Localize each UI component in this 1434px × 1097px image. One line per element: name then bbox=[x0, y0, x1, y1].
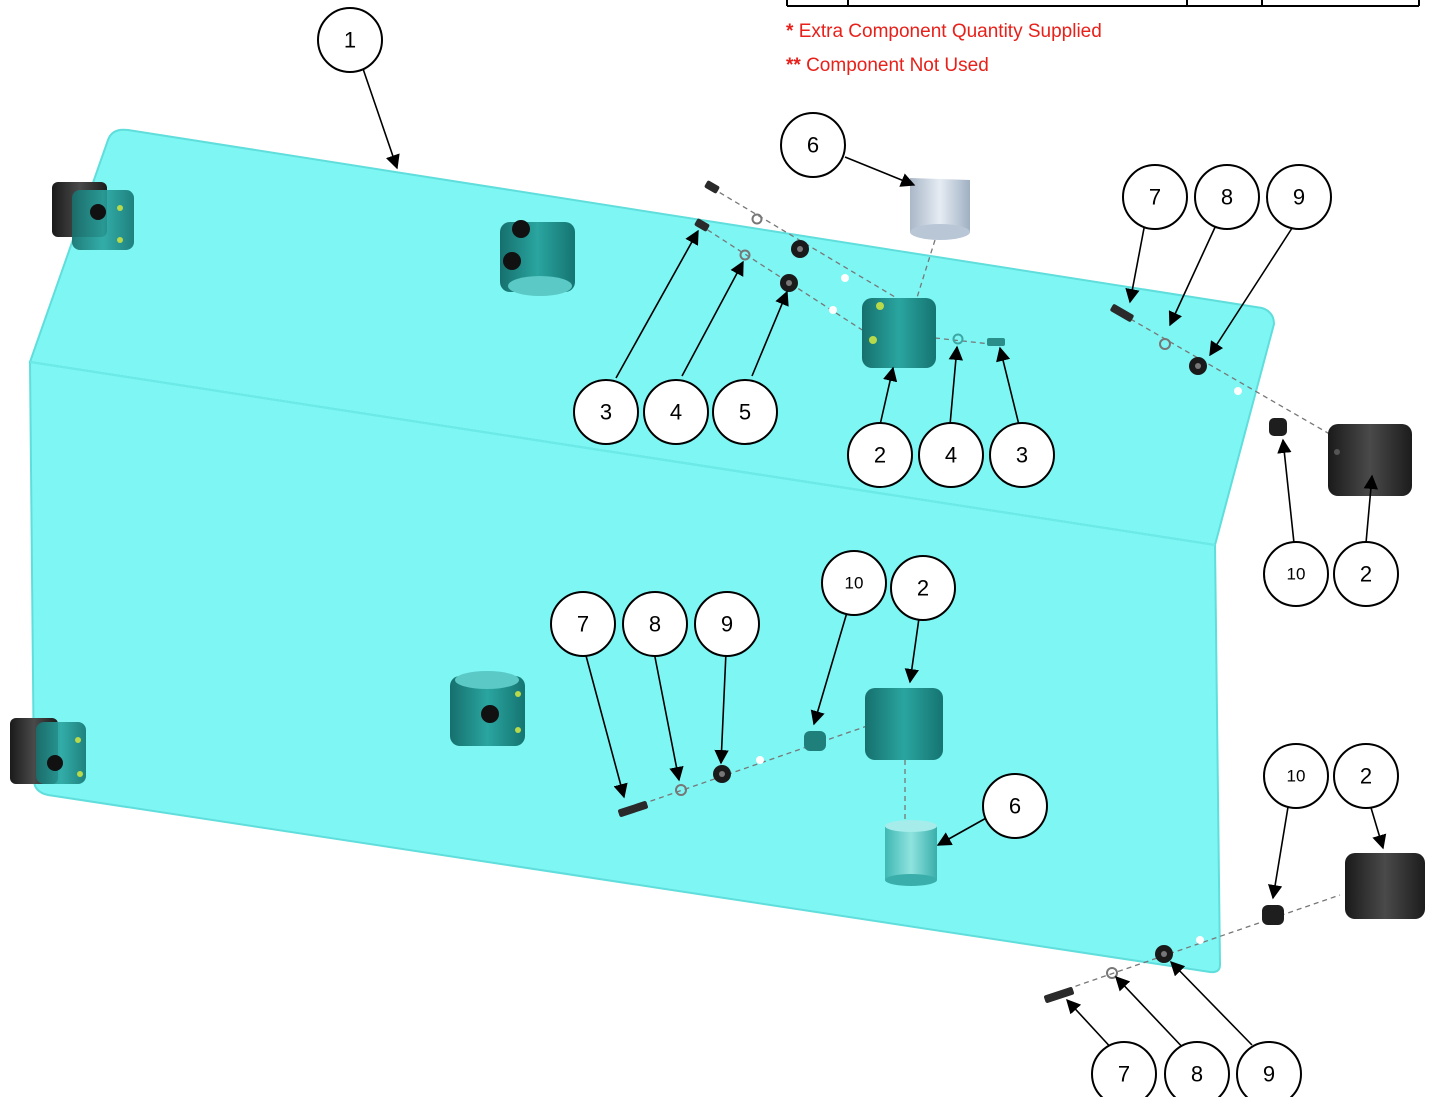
callout-c7b: 7 bbox=[550, 591, 616, 657]
callout-c9b: 9 bbox=[694, 591, 760, 657]
callout-c10b: 10 bbox=[821, 550, 887, 616]
callout-label: 8 bbox=[1221, 185, 1233, 210]
callout-circle bbox=[1164, 1041, 1230, 1097]
callout-label: 10 bbox=[845, 574, 864, 593]
callout-label: 7 bbox=[1118, 1062, 1130, 1087]
hardware-top-right bbox=[1110, 304, 1412, 496]
callout-circle bbox=[622, 591, 688, 657]
note-not-used: ** Component Not Used bbox=[786, 55, 989, 77]
callout-c7a: 7 bbox=[1122, 164, 1188, 230]
parts-table-fragment bbox=[786, 0, 1420, 7]
callout-label: 4 bbox=[670, 400, 682, 425]
callout-label: 6 bbox=[807, 133, 819, 158]
callout-label: 3 bbox=[600, 400, 612, 425]
clamp-bottom-center-teal bbox=[450, 671, 525, 746]
callout-circle bbox=[1333, 541, 1399, 607]
callout-label: 8 bbox=[649, 612, 661, 637]
callout-circle bbox=[989, 422, 1055, 488]
callout-c1: 1 bbox=[317, 7, 383, 73]
callout-circle bbox=[1236, 1041, 1302, 1097]
callout-label: 1 bbox=[344, 28, 356, 53]
callout-circle bbox=[550, 591, 616, 657]
hardware-bottom-center bbox=[618, 688, 943, 886]
callout-c10a: 10 bbox=[1263, 541, 1329, 607]
callout-c4a: 4 bbox=[643, 379, 709, 445]
callout-label: 2 bbox=[1360, 562, 1372, 587]
callout-circle bbox=[573, 379, 639, 445]
callout-c9c: 9 bbox=[1236, 1041, 1302, 1097]
callout-circle bbox=[1263, 541, 1329, 607]
note-marker: ** bbox=[786, 55, 801, 76]
callout-label: 7 bbox=[1149, 185, 1161, 210]
hardware-top-center bbox=[694, 178, 1005, 368]
callout-circle bbox=[643, 379, 709, 445]
callout-label: 9 bbox=[1293, 185, 1305, 210]
callout-circle bbox=[694, 591, 760, 657]
callout-circle bbox=[821, 550, 887, 616]
callout-label: 10 bbox=[1287, 565, 1306, 584]
callout-c2a: 2 bbox=[847, 422, 913, 488]
callout-c4b: 4 bbox=[918, 422, 984, 488]
callout-c3a: 3 bbox=[573, 379, 639, 445]
note-text: Extra Component Quantity Supplied bbox=[798, 21, 1102, 42]
callout-c10c: 10 bbox=[1263, 743, 1329, 809]
callout-label: 7 bbox=[577, 612, 589, 637]
callout-c6b: 6 bbox=[982, 773, 1048, 839]
callout-c9a: 9 bbox=[1266, 164, 1332, 230]
callout-circle bbox=[712, 379, 778, 445]
callout-c7c: 7 bbox=[1091, 1041, 1157, 1097]
note-extra-quantity: * Extra Component Quantity Supplied bbox=[786, 21, 1102, 43]
windshield-panel bbox=[28, 128, 1276, 974]
note-text: Component Not Used bbox=[806, 55, 989, 76]
callout-c8c: 8 bbox=[1164, 1041, 1230, 1097]
callout-c2c: 2 bbox=[890, 555, 956, 621]
callout-c5a: 5 bbox=[712, 379, 778, 445]
callout-label: 2 bbox=[1360, 764, 1372, 789]
clamp-bottom-left-black bbox=[10, 718, 86, 784]
callout-circle bbox=[890, 555, 956, 621]
callout-circle bbox=[1122, 164, 1188, 230]
callout-label: 9 bbox=[721, 612, 733, 637]
callout-bubbles: 1 6 7 8 9 3 4 5 2 4 3 10 2 10 2 7 8 9 6 10 2 7 8 9 bbox=[317, 7, 1399, 1097]
clamp-top-center-teal bbox=[500, 220, 575, 296]
callout-circle bbox=[317, 7, 383, 73]
callout-label: 6 bbox=[1009, 794, 1021, 819]
callout-circle bbox=[847, 422, 913, 488]
callout-circle bbox=[918, 422, 984, 488]
callout-circle bbox=[1091, 1041, 1157, 1097]
callout-label: 4 bbox=[945, 443, 957, 468]
note-marker: * bbox=[786, 21, 794, 42]
callout-c3b: 3 bbox=[989, 422, 1055, 488]
callout-c2d: 2 bbox=[1333, 743, 1399, 809]
callout-label: 5 bbox=[739, 400, 751, 425]
callout-label: 9 bbox=[1263, 1062, 1275, 1087]
callout-circle bbox=[1194, 164, 1260, 230]
leader-arrows bbox=[359, 59, 1387, 1053]
callout-c6a: 6 bbox=[780, 112, 846, 178]
hardware-bottom-right bbox=[1044, 853, 1425, 1003]
clamp-top-left-black bbox=[52, 182, 134, 250]
callout-circle bbox=[1266, 164, 1332, 230]
callout-label: 10 bbox=[1287, 767, 1306, 786]
callout-circle bbox=[1263, 743, 1329, 809]
callout-circle bbox=[1333, 743, 1399, 809]
callout-c8a: 8 bbox=[1194, 164, 1260, 230]
callout-label: 3 bbox=[1016, 443, 1028, 468]
callout-circle bbox=[780, 112, 846, 178]
callout-label: 2 bbox=[917, 576, 929, 601]
callout-label: 8 bbox=[1191, 1062, 1203, 1087]
callout-c8b: 8 bbox=[622, 591, 688, 657]
callout-label: 2 bbox=[874, 443, 886, 468]
callout-c2b: 2 bbox=[1333, 541, 1399, 607]
callout-circle bbox=[982, 773, 1048, 839]
